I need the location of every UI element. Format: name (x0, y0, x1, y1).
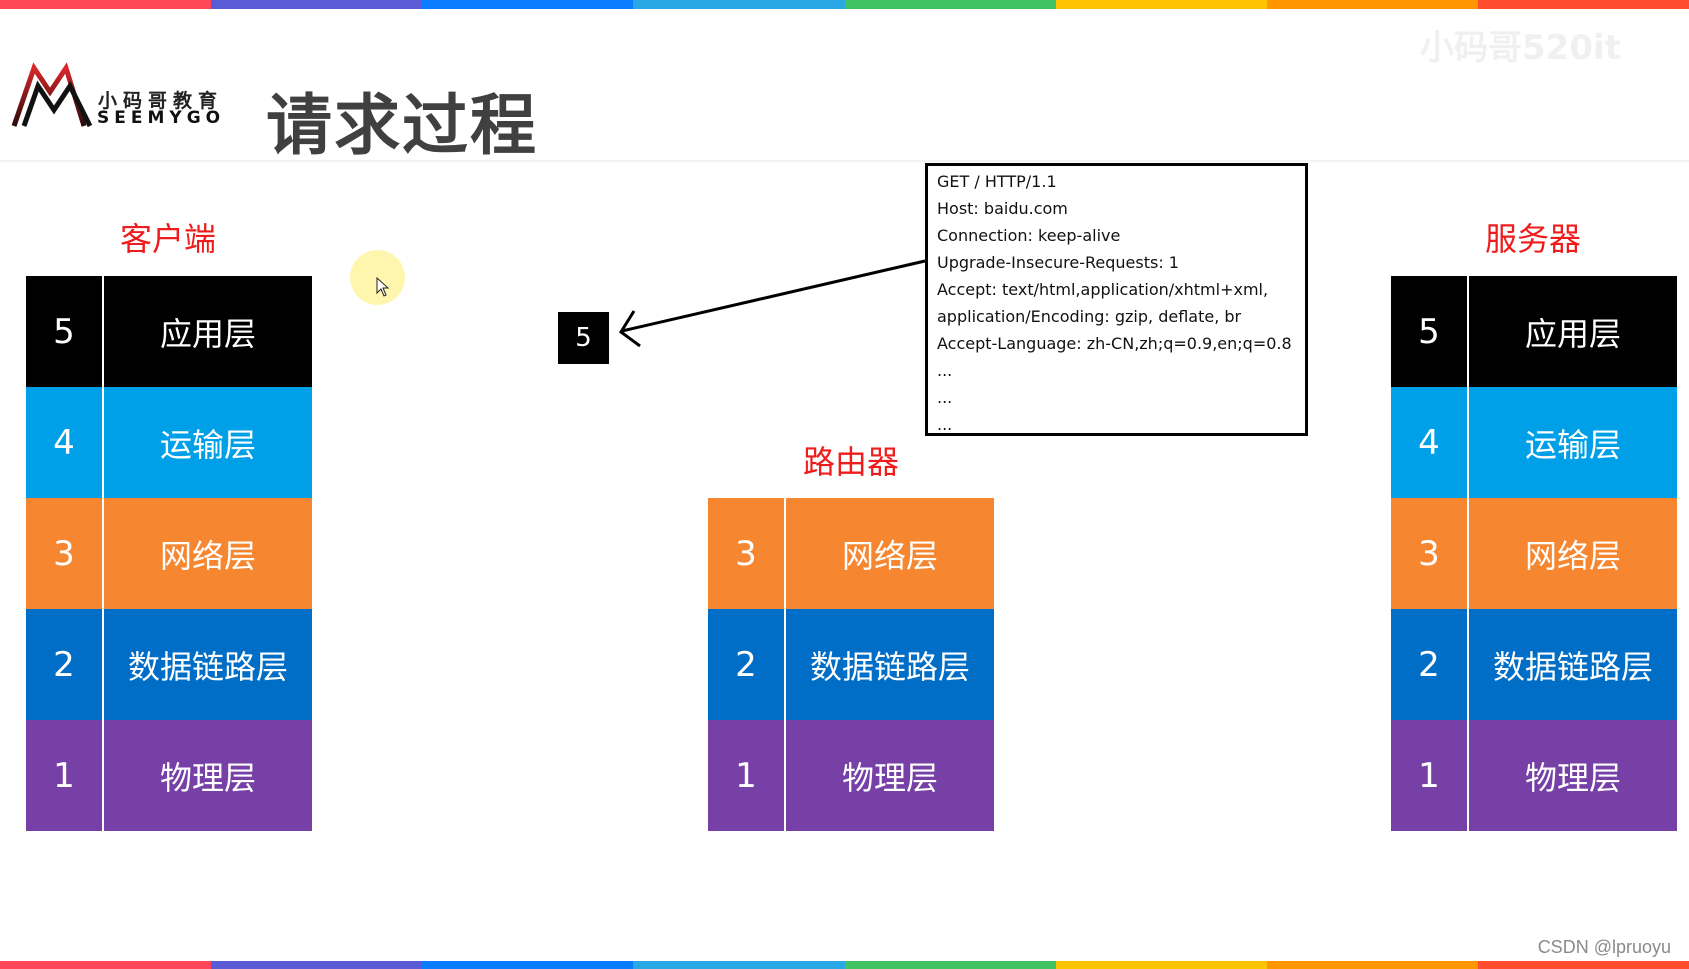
logo-text-en: SEEMYGO (97, 108, 226, 128)
color-segment (633, 961, 845, 969)
layer-number: 5 (1391, 276, 1469, 387)
layer-physical: 1 物理层 (1391, 720, 1677, 831)
color-segment (1477, 961, 1689, 969)
seemygo-logo-icon (11, 62, 93, 128)
mouse-pointer-icon (376, 277, 390, 297)
layer-transport: 4 运输层 (1391, 387, 1677, 498)
color-segment (211, 0, 423, 9)
header-connection: Connection: keep-alive (937, 226, 1121, 245)
color-segment (422, 961, 634, 969)
layer-application: 5 应用层 (26, 276, 312, 387)
layer-name: 运输层 (1524, 425, 1621, 464)
layer-name: 物理层 (1524, 758, 1621, 797)
http-request-message: GET / HTTP/1.1 Host: baidu.com Connectio… (925, 163, 1308, 436)
color-segment (211, 961, 423, 969)
header-divider (0, 160, 1689, 162)
layer-number: 5 (26, 276, 104, 387)
color-segment (0, 961, 212, 969)
layer-data-link: 2 数据链路层 (1391, 609, 1677, 720)
header-accept-language: Accept-Language: zh-CN,zh;q=0.9,en;q=0.8 (937, 334, 1292, 353)
color-segment (0, 0, 212, 9)
request-line: GET / HTTP/1.1 (937, 172, 1057, 191)
layer-name: 物理层 (841, 758, 938, 797)
layer-network: 3 网络层 (1391, 498, 1677, 609)
layer-number: 3 (26, 498, 104, 609)
layer-name: 数据链路层 (1492, 647, 1653, 686)
ellipsis: ... (937, 388, 953, 407)
application-layer-packet: 5 (558, 312, 609, 364)
layer-name: 数据链路层 (809, 647, 970, 686)
bottom-color-bar (0, 961, 1689, 969)
client-label: 客户端 (119, 220, 217, 258)
layer-number: 2 (26, 609, 104, 720)
layer-name: 网络层 (1524, 536, 1621, 575)
color-segment (844, 961, 1056, 969)
watermark: 小码哥520it (1420, 28, 1621, 68)
layer-number: 4 (1391, 387, 1469, 498)
cursor-highlight (350, 250, 405, 305)
layer-name: 应用层 (1524, 314, 1621, 353)
layer-application: 5 应用层 (1391, 276, 1677, 387)
layer-transport: 4 运输层 (26, 387, 312, 498)
layer-name: 网络层 (159, 536, 256, 575)
header-upgrade-insecure: Upgrade-Insecure-Requests: 1 (937, 253, 1179, 272)
layer-network: 3 网络层 (708, 498, 994, 609)
header-encoding: application/Encoding: gzip, deflate, br (937, 307, 1242, 326)
layer-number: 4 (26, 387, 104, 498)
color-segment (1055, 0, 1267, 9)
layer-number: 1 (1391, 720, 1469, 831)
layer-name: 运输层 (159, 425, 256, 464)
layer-number: 3 (1391, 498, 1469, 609)
layer-number: 1 (708, 720, 786, 831)
color-segment (422, 0, 634, 9)
top-color-bar (0, 0, 1689, 9)
router-label: 路由器 (802, 443, 900, 481)
layer-number: 2 (1391, 609, 1469, 720)
logo-text-cn: 小码哥教育 (98, 90, 224, 112)
layer-physical: 1 物理层 (26, 720, 312, 831)
layer-name: 物理层 (159, 758, 256, 797)
layer-number: 1 (26, 720, 104, 831)
ellipsis: ... (937, 361, 953, 380)
credit-watermark: CSDN @lpruoyu (1537, 937, 1671, 957)
layer-number: 3 (708, 498, 786, 609)
page-title: 请求过程 (266, 87, 538, 164)
layer-physical: 1 物理层 (708, 720, 994, 831)
color-segment (633, 0, 845, 9)
layer-name: 应用层 (159, 314, 256, 353)
server-label: 服务器 (1484, 220, 1582, 258)
server-layer-stack: 5 应用层 4 运输层 3 网络层 2 数据链路层 1 物理层 (1391, 276, 1677, 831)
color-segment (1477, 0, 1689, 9)
client-layer-stack: 5 应用层 4 运输层 3 网络层 2 数据链路层 1 物理层 (26, 276, 312, 831)
layer-data-link: 2 数据链路层 (708, 609, 994, 720)
layer-data-link: 2 数据链路层 (26, 609, 312, 720)
layer-name: 网络层 (841, 536, 938, 575)
layer-name: 数据链路层 (127, 647, 288, 686)
ellipsis: ... (937, 415, 953, 434)
header-host: Host: baidu.com (937, 199, 1068, 218)
color-segment (844, 0, 1056, 9)
header-accept: Accept: text/html,application/xhtml+xml, (937, 280, 1269, 299)
color-segment (1266, 0, 1478, 9)
layer-number: 2 (708, 609, 786, 720)
layer-network: 3 网络层 (26, 498, 312, 609)
color-segment (1055, 961, 1267, 969)
color-segment (1266, 961, 1478, 969)
router-layer-stack: 3 网络层 2 数据链路层 1 物理层 (708, 498, 994, 831)
